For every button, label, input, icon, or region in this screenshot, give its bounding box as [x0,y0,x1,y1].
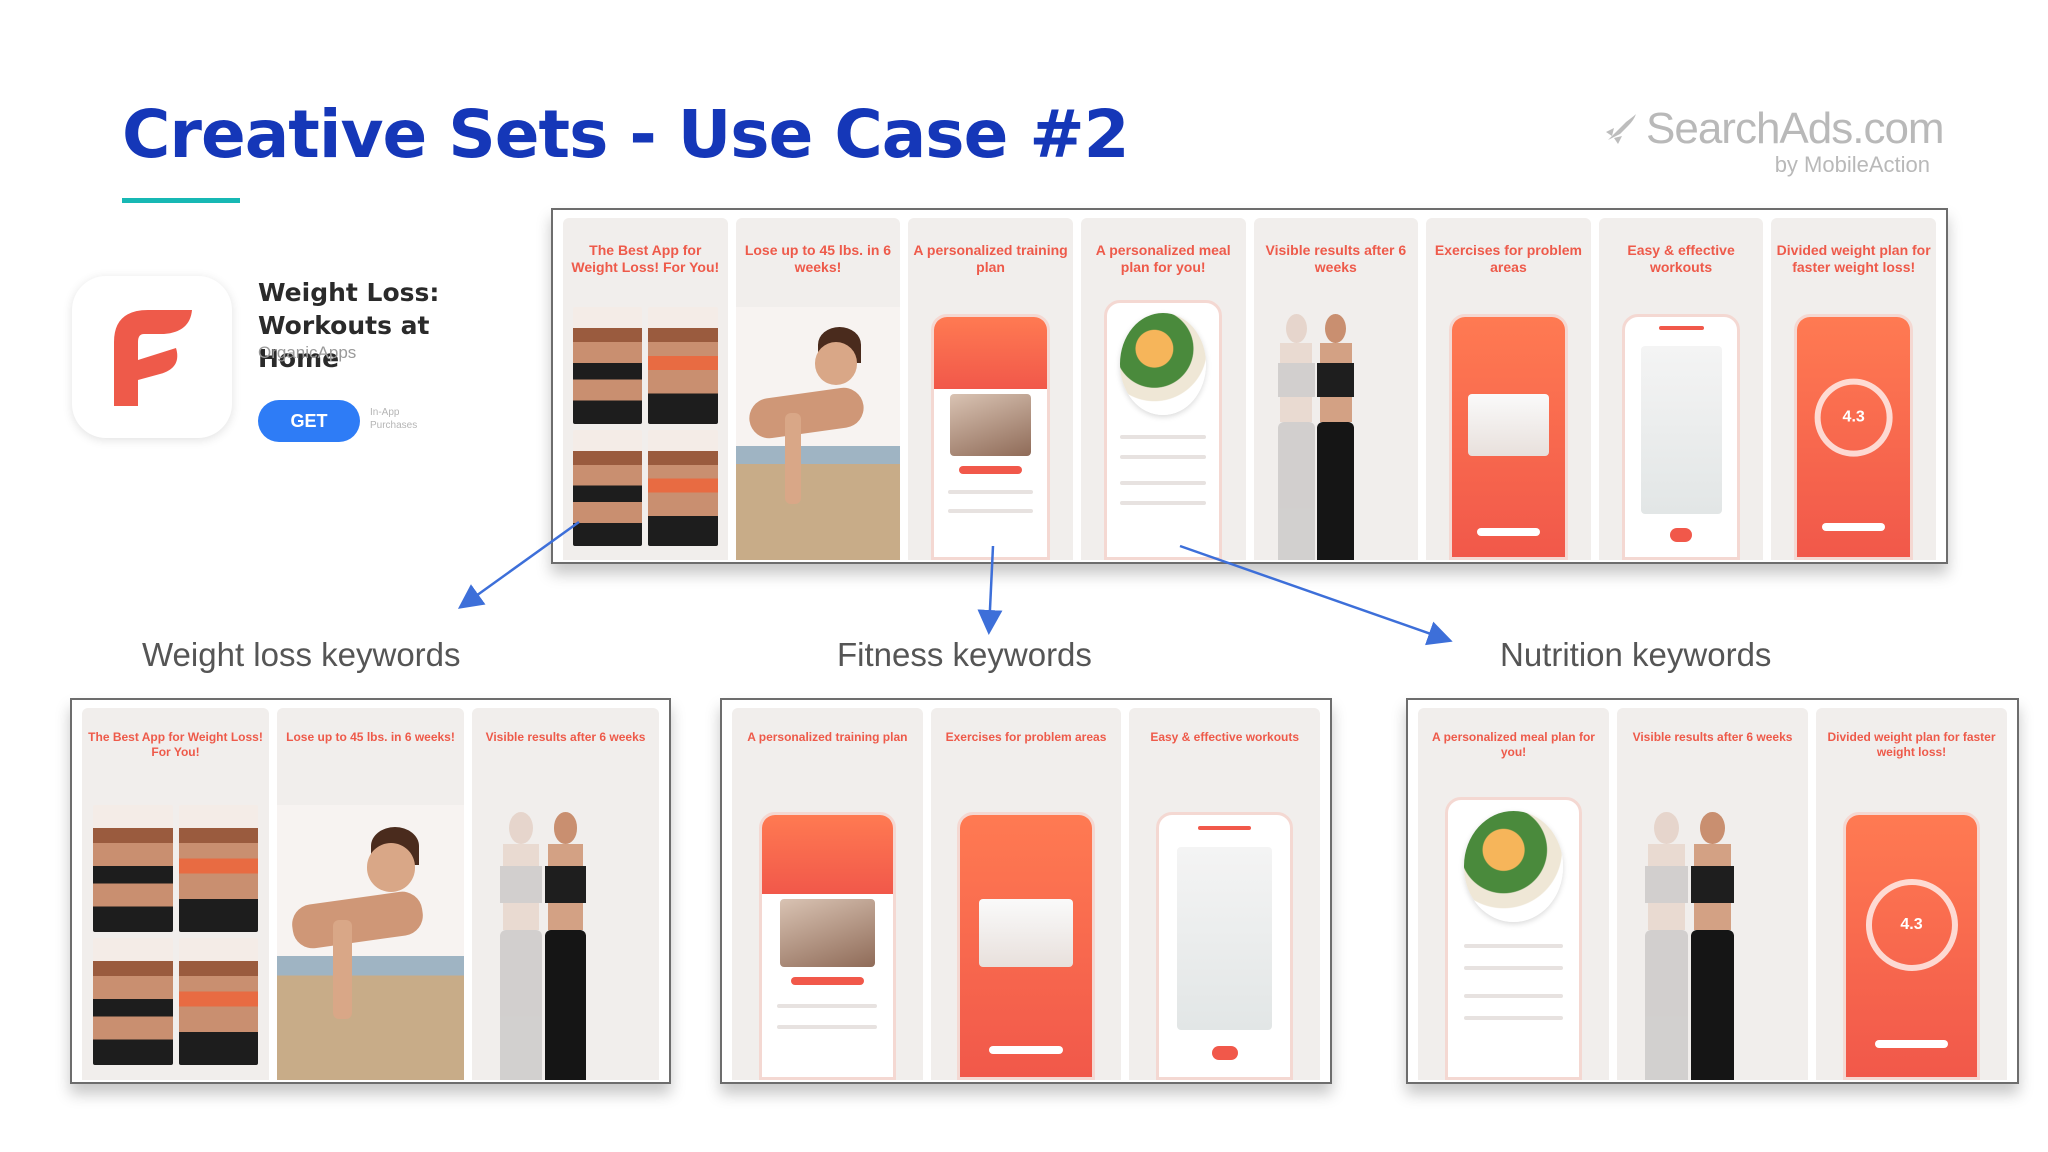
screenshot-card: Lose up to 45 lbs. in 6 weeks! [277,708,464,1080]
full-screenshot-set: The Best App for Weight Loss! For You! L… [551,208,1948,564]
weight-progress-ring: 4.3 [1865,879,1958,972]
screenshot-caption: A personalized training plan [913,242,1068,275]
screenshot-caption: Visible results after 6 weeks [1265,242,1407,275]
screenshot-caption: Easy & effective workouts [1150,730,1300,744]
group-label-weight-loss: Weight loss keywords [142,636,461,673]
screenshot-caption: Divided weight plan for faster weight lo… [1827,730,1996,759]
get-button[interactable]: GET [258,400,360,442]
result-photo [528,812,603,1080]
screenshot-caption: Lose up to 45 lbs. in 6 weeks! [286,730,455,744]
before-after-photos [572,306,718,547]
screenshot-card: A personalized training plan [732,708,923,1080]
screenshot-card: Divided weight plan for faster weight lo… [1816,708,2007,1080]
screenshot-card: Visible results after 6 weeks [1617,708,1808,1080]
before-after-photos [93,804,258,1066]
phone-mockup: 4.3 [1842,812,1981,1080]
phone-mockup: 4.3 [1794,313,1913,560]
screenshot-card: Lose up to 45 lbs. in 6 weeks! [735,218,901,560]
screenshot-card: The Best App for Weight Loss! For You! [82,708,269,1080]
screenshot-card: Visible results after 6 weeks [472,708,659,1080]
app-logo-icon [114,310,192,406]
result-photo [1674,812,1750,1080]
weight-loss-set: The Best App for Weight Loss! For You! L… [70,698,671,1084]
screenshot-caption: A personalized meal plan for you! [1432,730,1595,759]
app-icon[interactable] [72,276,232,438]
phone-mockup [1444,797,1583,1080]
screenshot-caption: Visible results after 6 weeks [1632,730,1793,744]
app-developer[interactable]: OrganicApps [258,343,357,362]
screenshot-card: Visible results after 6 weeks [1253,218,1419,560]
searchads-logo: SearchAds.com by MobileAction [1600,104,1945,184]
pushup-photo [277,804,464,1080]
screenshot-caption: Exercises for problem areas [945,730,1107,744]
group-label-fitness: Fitness keywords [837,636,1092,673]
screenshot-card: Divided weight plan for faster weight lo… [1771,218,1936,560]
meal-bowl [1463,811,1564,923]
screenshot-card: Exercises for problem areas [930,708,1122,1080]
logo-wordmark: SearchAds.com [1646,104,1945,153]
phone-mockup [1103,300,1223,560]
logo-subtitle: by MobileAction [1774,152,1930,177]
screenshot-card: Exercises for problem areas [1426,218,1591,560]
screenshot-caption: Divided weight plan for faster weight lo… [1776,242,1931,275]
phone-mockup [957,812,1095,1080]
screenshot-caption: A personalized meal plan for you! [1095,242,1231,275]
meal-bowl [1120,313,1206,415]
screenshot-caption: Exercises for problem areas [1434,242,1582,275]
screenshot-card: A personalized training plan [908,218,1073,560]
screenshot-caption: Easy & effective workouts [1627,242,1735,275]
screenshot-card: Easy & effective workouts [1598,218,1764,560]
title-underline [122,198,240,203]
phone-mockup [1621,313,1741,560]
slide-title: Creative Sets - Use Case #2 [122,96,1130,173]
screenshot-card: Easy & effective workouts [1129,708,1321,1080]
result-photo [1303,313,1369,560]
screenshot-caption: The Best App for Weight Loss! For You! [571,242,720,275]
phone-mockup [1449,313,1568,560]
screenshot-caption: A personalized training plan [747,730,908,744]
group-label-nutrition: Nutrition keywords [1500,636,1772,673]
rocket-icon [1606,114,1636,144]
in-app-purchases-note: In-App Purchases [370,407,418,431]
screenshot-card: A personalized meal plan for you! [1418,708,1609,1080]
pushup-photo [735,306,901,560]
screenshot-card: The Best App for Weight Loss! For You! [563,218,728,560]
screenshot-caption: Visible results after 6 weeks [485,730,646,744]
screenshot-caption: Lose up to 45 lbs. in 6 weeks! [744,242,892,275]
fitness-set: A personalized training plan Exercises f… [720,698,1332,1084]
nutrition-set: A personalized meal plan for you! Visibl… [1406,698,2019,1084]
phone-mockup [931,313,1050,560]
app-name[interactable]: Weight Loss: Workouts at Home [258,278,440,373]
screenshot-caption: The Best App for Weight Loss! For You! [88,730,263,759]
screenshot-card: A personalized meal plan for you! [1080,218,1246,560]
phone-mockup [1156,812,1294,1080]
weight-progress-ring: 4.3 [1814,378,1894,458]
phone-mockup [758,812,896,1080]
